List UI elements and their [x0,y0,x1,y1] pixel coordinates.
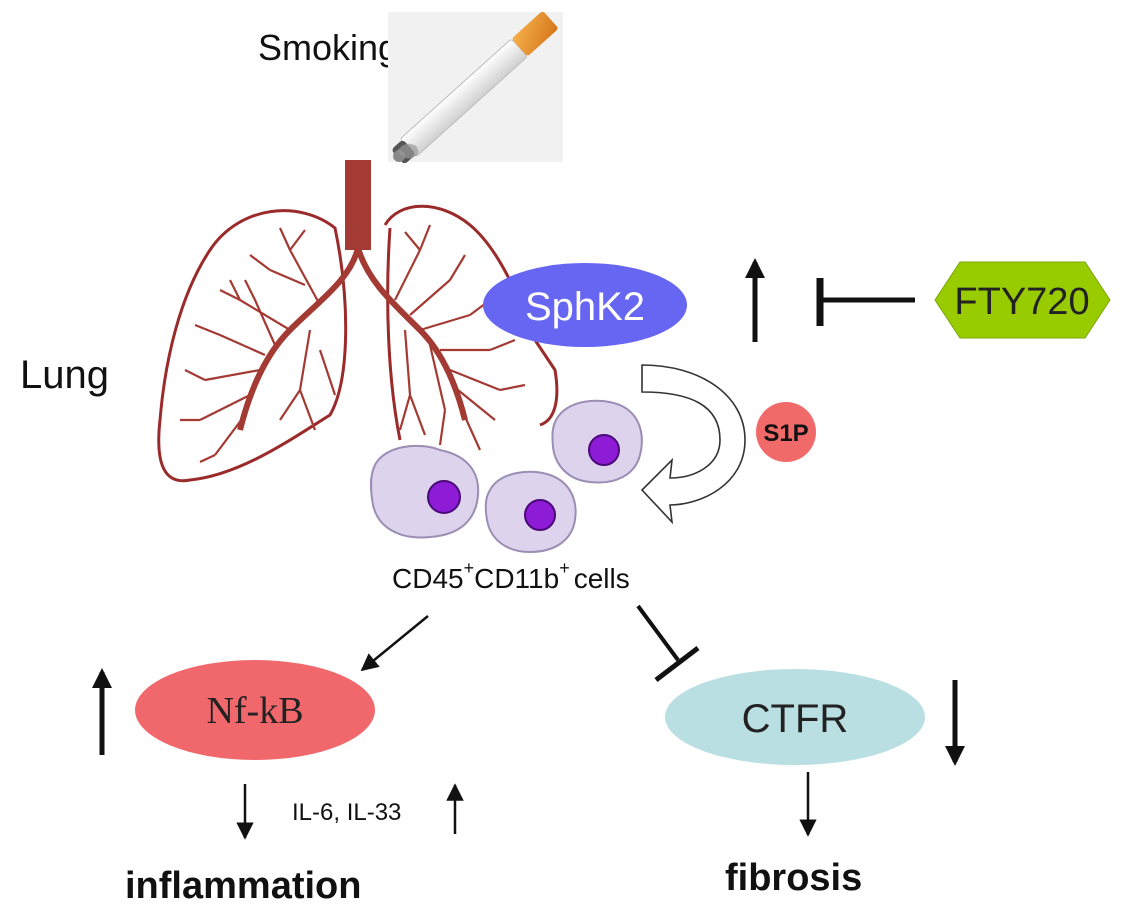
s1p-recycling-arrow [640,364,746,525]
cells-to-nfkb-arrow [360,615,429,672]
cigarette-icon [388,11,563,164]
cells-label-cells: cells [574,563,630,594]
cells-label-cd45: CD45 [392,563,464,594]
cd45-cd11b-cell-3 [551,399,643,484]
smoking-label: Smoking [258,27,398,68]
cells-label: CD45+CD11b+cells [392,558,630,594]
cells-label-cd11b: CD11b [474,563,559,594]
lungs-illustration [157,160,559,483]
cells-inhibit-ctfr [636,604,700,682]
sphk2-node: SphK2 [483,263,687,347]
cd45-cd11b-cell-1 [369,444,480,539]
sphk2-label: SphK2 [525,285,645,329]
s1p-node: S1P [756,402,816,462]
fibrosis-label: fibrosis [725,857,862,899]
cells-label-cd45-sup: + [464,558,475,578]
cells-label-cd11b-sup: + [559,558,570,578]
ctfr-label: CTFR [742,697,849,741]
nfkb-node: Nf-kB [135,660,375,760]
fty720-label: FTY720 [954,281,1089,323]
nfkb-label: Nf-kB [206,690,303,732]
lung-label: Lung [20,353,109,397]
inflammation-label: inflammation [125,865,361,907]
il-label: IL-6, IL-33 [292,799,401,826]
s1p-label: S1P [763,420,808,447]
cd45-cd11b-cell-2 [484,470,577,554]
ctfr-node: CTFR [665,669,925,765]
fty720-inhibition [816,278,915,326]
fty720-node: FTY720 [934,261,1111,339]
